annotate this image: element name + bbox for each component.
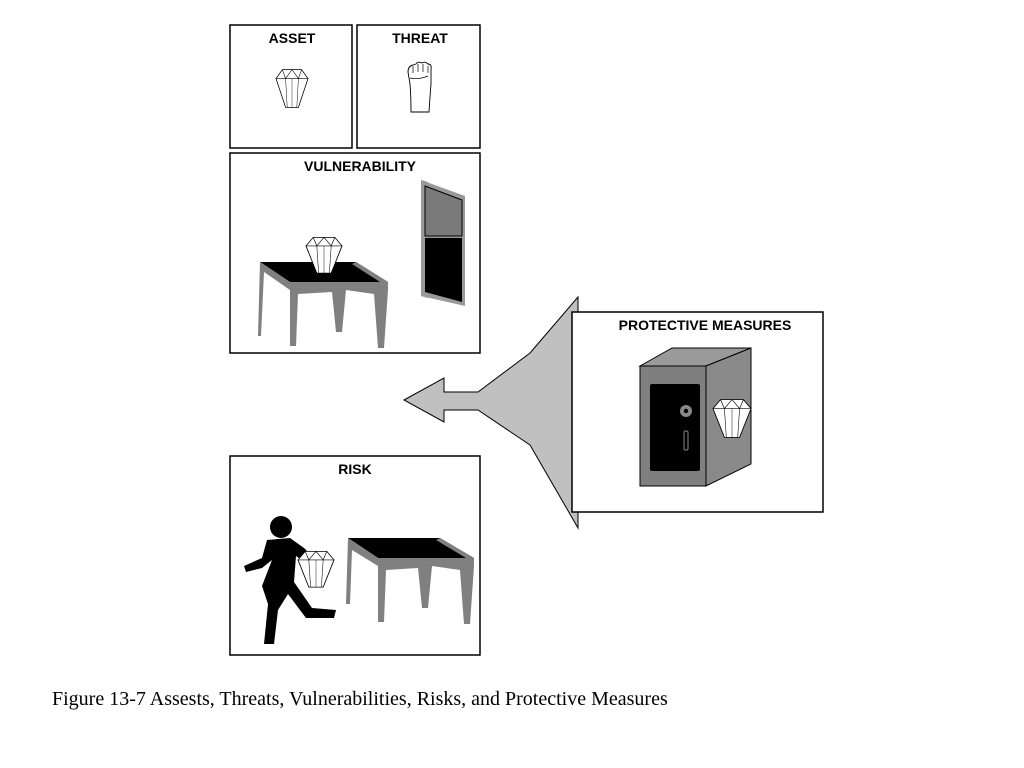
table-icon xyxy=(346,538,474,624)
threat-title: THREAT xyxy=(392,30,448,46)
risk-box: RISK xyxy=(229,455,481,656)
vulnerability-title: VULNERABILITY xyxy=(304,158,417,174)
asset-box: ASSET xyxy=(229,24,353,149)
risk-title: RISK xyxy=(338,461,371,477)
vulnerability-box: VULNERABILITY xyxy=(229,152,481,354)
running-thief-icon xyxy=(244,516,336,644)
threat-box: THREAT xyxy=(356,24,481,149)
open-window-icon xyxy=(421,180,465,306)
protective-measures-title: PROTECTIVE MEASURES xyxy=(619,317,792,333)
fist-icon xyxy=(407,61,432,113)
protective-measures-box: PROTECTIVE MEASURES xyxy=(571,311,824,513)
figure-caption: Figure 13-7 Assests, Threats, Vulnerabil… xyxy=(52,688,668,710)
asset-title: ASSET xyxy=(269,30,316,46)
